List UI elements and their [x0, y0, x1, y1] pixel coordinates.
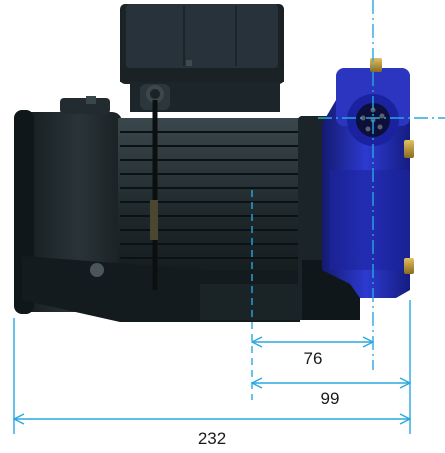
dimension-76-label: 76: [304, 349, 323, 368]
dimension-arrows: [14, 342, 410, 419]
motor-assembly: [14, 4, 414, 322]
brass-fitting-right-top: [404, 140, 414, 158]
dimension-232-label: 232: [198, 429, 226, 448]
terminal-box-lid: [126, 4, 278, 68]
dimension-labels: 76 99 232: [198, 349, 340, 448]
dimension-99-label: 99: [321, 389, 340, 408]
foot-bolt: [90, 263, 104, 277]
brass-fitting-right-bottom: [404, 258, 414, 274]
brass-fitting-top: [370, 58, 382, 72]
